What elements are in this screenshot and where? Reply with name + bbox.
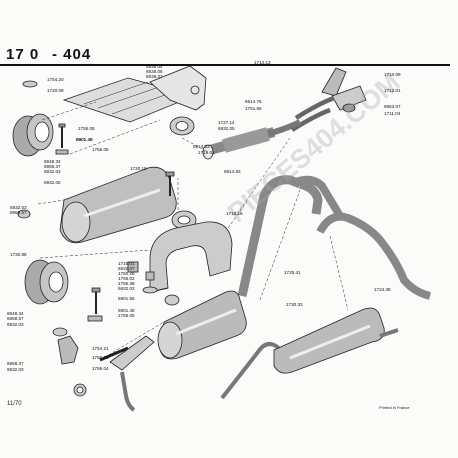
saddle-clamp [149,221,233,293]
part-number-label: 1719.01 [118,261,135,266]
page-date: 11/70 [7,401,22,407]
part-number-label: 6914.83 [224,169,241,174]
part-number-label: 1725.41 [284,270,301,275]
part-number-label: 1720.10 [130,166,147,171]
section-number: 17 0 [6,46,40,63]
part-number-label: 1714.13 [254,60,271,65]
part-number-label: 1755.08 [78,126,95,131]
part-number-label: 6938.04 [146,64,163,69]
washers-left [17,80,87,397]
manifold [290,67,367,132]
part-number-label: 6958.37 [7,361,24,366]
model-number: - 404 [52,46,92,63]
part-number-label: 1751.65 [245,106,262,111]
front-pipe [202,119,302,160]
saddle-hardware [127,261,180,306]
part-number-label: 1750.26 [118,271,135,276]
part-number-label: 1730.33 [286,302,303,307]
part-number-label: 6901.48 [76,137,93,142]
part-number-label: 6932.03 [10,205,27,210]
part-number-label: 1710.09 [384,72,401,77]
leader-lines [37,101,349,361]
part-number-label: 6901.48 [76,137,93,142]
part-number-label: 6932.03 [7,367,24,372]
part-number-label: 6958.57 [10,210,27,215]
part-number-label: 6932.03 [7,322,24,327]
part-number-label: 1720.09 [47,88,64,93]
part-number-label: 1756.02 [118,276,135,281]
upper-bracket [149,65,207,111]
part-number-label: 1754.20 [47,77,64,82]
part-number-label: 1756.05 [92,147,109,152]
part-number-label: 6932.03 [118,286,135,291]
part-number-label: 6948.34 [7,311,24,316]
part-number-label: 1719.01 [198,150,215,155]
part-number-label: 6932.03 [44,169,61,174]
tail-pipe [220,307,399,400]
part-number-label: 1718.16 [226,211,243,216]
part-number-label: 6958.37 [44,164,61,169]
part-number-label: 1730.88 [10,252,27,257]
center-muffler [157,290,247,360]
rear-rubber-mount [24,259,69,305]
part-number-label: 1755.38 [118,281,135,286]
part-number-label: 6932.06 [44,180,61,185]
part-number-label: 6932.05 [218,126,235,131]
rear-long-pipe [294,175,432,300]
part-number-label: 1765.23 [92,355,109,360]
part-number-label: 6958.57 [7,316,24,321]
part-number-label: 6901.55 [118,296,135,301]
intermediate-clamp [171,210,197,230]
part-number-label: 6938.06 [146,69,163,74]
header-rule [0,64,450,66]
part-number-label: 1766.04 [92,366,109,371]
part-number-label: 6948.34 [44,159,61,164]
middle-tube [237,175,323,297]
part-number-label: 6932.07 [118,266,135,271]
part-number-label: 1724.38 [374,287,391,292]
part-number-label: 1711.04 [384,111,401,116]
part-number-label: 6914.83 [193,144,210,149]
part-number-label: 1727.14 [218,120,235,125]
part-number-label: 1754.21 [92,346,109,351]
part-number-label: 1712.01 [384,88,401,93]
lower-bracket [57,335,155,371]
part-number-label: 6914.76 [245,99,262,104]
part-number-label: 6953.07 [384,104,401,109]
part-number-label: 1756.05 [118,313,135,318]
front-bolt [55,123,69,155]
flange-clamp [169,116,195,136]
printed-in-france: Printed in France [379,405,410,410]
part-number-label: 6938.07 [146,74,163,79]
muffler-bolt [165,171,175,196]
front-muffler [59,166,177,244]
front-rubber-mount [12,113,54,157]
lower-bolt [99,346,136,412]
part-number-label: 6901.48 [118,308,135,313]
rear-bolt [87,287,103,322]
